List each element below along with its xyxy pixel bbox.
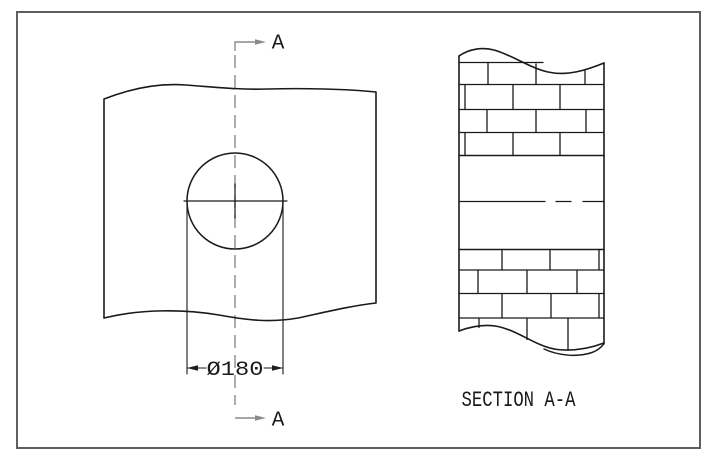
dimension-arrow-right-icon	[272, 365, 283, 371]
section-arrow-bottom-icon	[255, 415, 266, 421]
break-line-bottom	[458, 324, 605, 351]
section-marker-label-bottom: A	[272, 410, 285, 433]
section-title: SECTION A-A	[462, 388, 577, 413]
break-line-top	[458, 47, 605, 75]
brick-hatch-bottom	[458, 248, 605, 351]
dimension-label: Ø180	[207, 359, 264, 382]
section-marker-label-top: A	[272, 33, 285, 56]
brick-course-lines-top	[458, 61, 605, 134]
section-cut-bracket-top	[234, 41, 257, 51]
cutting-plane	[234, 39, 266, 421]
section-arrow-top-icon	[255, 39, 266, 45]
brick-course-lines-bottom	[458, 269, 605, 319]
brick-joint-lines-top	[464, 61, 587, 157]
dimension-arrow-left-icon	[187, 365, 198, 371]
hole-centermark	[183, 183, 288, 219]
drawing-border	[16, 11, 701, 449]
break-line-bottom-flourish	[543, 343, 605, 357]
section-view	[458, 47, 605, 357]
dimension-extension-lines	[186, 200, 284, 375]
plan-view	[103, 83, 377, 375]
brick-joint-lines-bottom	[477, 248, 600, 351]
wall-panel-outline	[103, 83, 377, 322]
brick-hatch-top	[458, 61, 605, 157]
dimension	[186, 200, 284, 375]
